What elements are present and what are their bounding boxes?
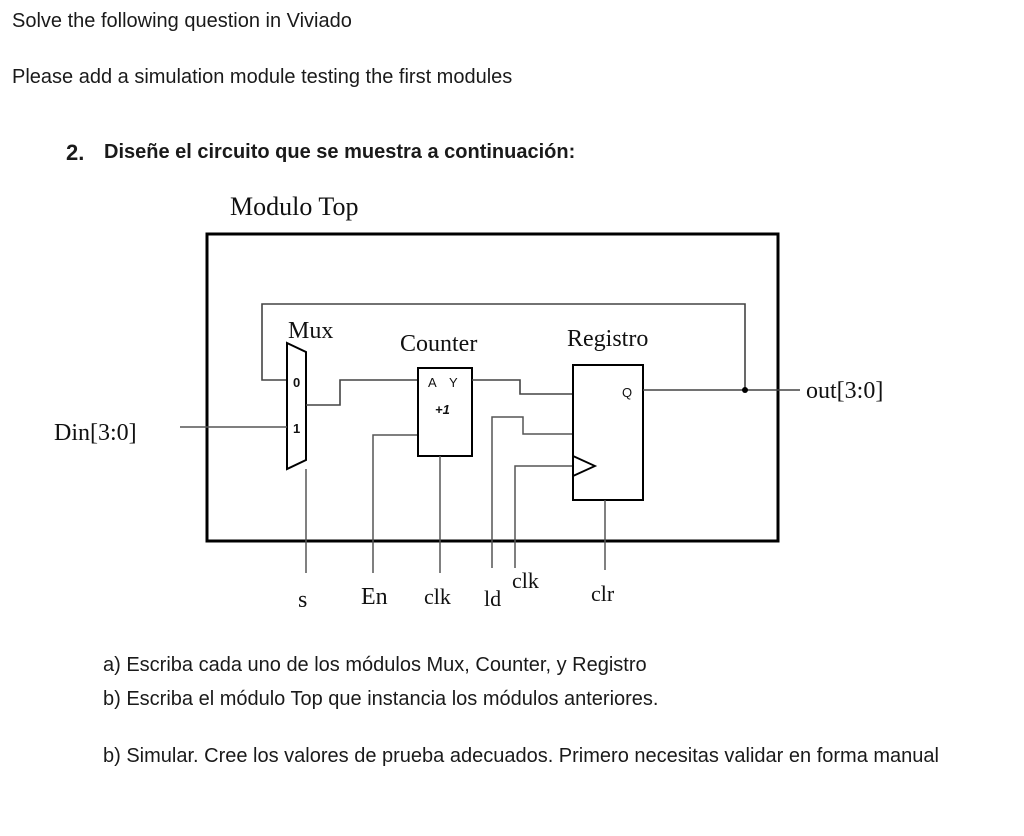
output-junction	[742, 387, 748, 393]
register-label: Registro	[567, 326, 648, 352]
intro-line-1: Solve the following question in Viviado	[12, 10, 352, 32]
signal-s-label: s	[298, 587, 307, 613]
signal-clr-label: clr	[591, 581, 615, 606]
mux-input-0-label: 0	[293, 375, 300, 390]
register-clk-wire	[514, 465, 573, 568]
register-port-q: Q	[622, 385, 632, 400]
task-a: a) Escriba cada uno de los módulos Mux, …	[103, 654, 647, 676]
counter-port-a: A	[428, 375, 437, 390]
out-label: out[3:0]	[806, 378, 883, 404]
din-label: Din[3:0]	[54, 420, 137, 446]
task-b: b) Escriba el módulo Top que instancia l…	[103, 688, 659, 710]
counter-increment: +1	[435, 402, 450, 417]
mux-out-wire	[306, 379, 418, 406]
signal-en-label: En	[361, 584, 388, 610]
load-wire	[491, 416, 573, 568]
enable-wire	[372, 434, 418, 573]
mux-label: Mux	[288, 318, 333, 344]
mux-block	[286, 341, 307, 471]
counter-block	[417, 367, 473, 457]
register-clock-triangle	[572, 455, 598, 477]
top-module-label: Modulo Top	[230, 192, 358, 221]
circuit-diagram: Modulo Top Mux 0 1 Din[3:0] s En Counter…	[54, 192, 883, 613]
counter-label: Counter	[400, 331, 477, 357]
simulation-instructions: b) Simular. Cree los valores de prueba a…	[103, 745, 939, 767]
register-block	[572, 364, 644, 501]
signal-clk2-label: clk	[512, 568, 539, 593]
feedback-wire	[261, 303, 746, 390]
counter-out-wire	[472, 379, 573, 395]
signal-ld-label: ld	[484, 586, 501, 611]
question-title: Diseñe el circuito que se muestra a cont…	[104, 141, 576, 163]
signal-clk-label: clk	[424, 584, 451, 609]
mux-input-1-label: 1	[293, 421, 300, 436]
counter-port-y: Y	[449, 375, 458, 390]
intro-line-2: Please add a simulation module testing t…	[12, 66, 513, 88]
question-number: 2.	[66, 140, 85, 165]
